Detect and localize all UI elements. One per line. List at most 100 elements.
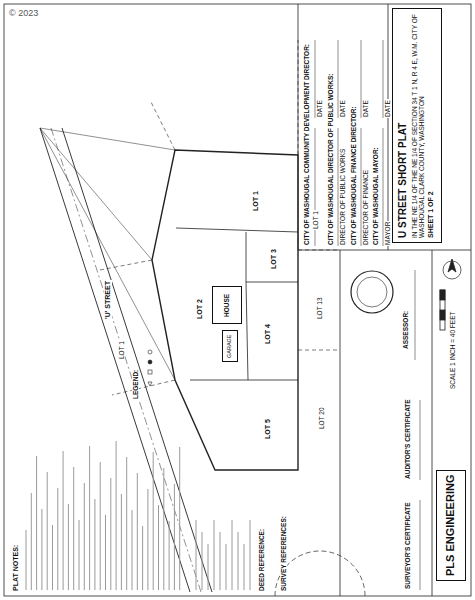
scale-bar [440, 310, 445, 320]
block-divider [340, 250, 341, 596]
adjacent-lot-label: LOT 1 [118, 340, 125, 360]
text-column: PLS ENGINEERING [444, 475, 459, 576]
certificate-heading: CITY OF WASHOUGAL DIRECTOR OF PUBLIC WOR… [327, 72, 334, 246]
adjacent-lot-label: LOT 13 [316, 296, 323, 320]
lot-label: LOT 2 [196, 298, 204, 320]
adjacent-lot-label: LOT 20 [318, 406, 325, 430]
note-text-line [116, 441, 117, 590]
note-text-line [147, 489, 148, 590]
note-text-line [57, 488, 58, 590]
reference-text-line [220, 532, 221, 590]
note-text-line [79, 520, 80, 590]
reference-text-line [214, 520, 215, 590]
note-text-line [63, 451, 64, 590]
block-divider [388, 4, 389, 250]
certificate-heading: CITY OF WASHOUGAL FINANCE DIRECTOR: [350, 105, 357, 246]
lot-label: LOT 5 [264, 418, 272, 440]
surveyor-seal [357, 277, 387, 307]
reference-heading: DEED REFERENCE: [258, 528, 265, 592]
block-divider [298, 250, 471, 251]
note-text-line [41, 509, 42, 590]
house-footprint: HOUSE [212, 286, 242, 324]
note-text-line [163, 468, 164, 590]
note-text-line [105, 515, 106, 590]
legend-symbols [148, 350, 152, 386]
node-heading: U STREET SHORT PLAT [397, 13, 409, 238]
parcel-boundary [152, 150, 298, 470]
text-column: U STREET SHORT PLATIN THE NE 1/4 OF THE … [397, 13, 437, 238]
lot-label: LOT 1 [252, 190, 260, 212]
lot-line [176, 228, 298, 232]
note-text-line [132, 510, 133, 590]
reference-text-line [208, 544, 209, 590]
note-text-line [89, 446, 90, 590]
node-heading: PLS ENGINEERING [444, 475, 457, 576]
adjacent-lot-lines [100, 40, 338, 395]
notes-heading: PLAT NOTES: [12, 544, 20, 592]
note-text-line [73, 467, 74, 590]
certificate-heading: SURVEYOR'S CERTIFICATE [404, 501, 411, 590]
lot-line [246, 232, 298, 282]
adjacent-lot-label: LOT 1 [312, 210, 319, 230]
note-text-line [110, 478, 111, 590]
note-text-line [142, 526, 143, 590]
note-text-line [84, 483, 85, 590]
note-text-line [100, 462, 101, 590]
reference-text-line [244, 544, 245, 590]
note-text-line [179, 447, 180, 590]
note-text-line [52, 525, 53, 590]
lot-label: LOT 3 [270, 248, 278, 270]
note-text-line [26, 530, 27, 590]
node-heading: HOUSE [223, 293, 230, 316]
street-centerline [51, 128, 201, 592]
tie-lines [40, 128, 175, 380]
note-text-lines [26, 441, 250, 590]
signature-caption: DATE [339, 99, 346, 118]
note-text-line [121, 494, 122, 590]
reference-text-line [250, 520, 251, 590]
note-text-line [47, 472, 48, 590]
signature-caption: DATE [362, 99, 369, 118]
scale-bar [440, 290, 445, 300]
scale-bar [440, 290, 445, 330]
reference-text-line [232, 520, 233, 590]
reference-heading: SURVEY REFERENCES: [280, 515, 287, 592]
certificate-heading: AUDITOR'S CERTIFICATE [404, 398, 411, 480]
watermark: © 2023 [8, 8, 39, 18]
note-text-line [169, 521, 170, 590]
lot-line [190, 380, 298, 381]
reference-text-line [226, 544, 227, 590]
certificate-heading: ASSESSOR: [402, 310, 409, 350]
note-text-line [68, 504, 69, 590]
note-text-line [126, 457, 127, 590]
engineering-logo: PLS ENGINEERING [436, 470, 466, 581]
cul-de-sac [275, 551, 365, 596]
lot-line [246, 282, 248, 380]
note-text-line [36, 456, 37, 590]
legend-heading: LEGEND: [132, 369, 139, 400]
node-text: IN THE NE 1/4 OF THE NE 1/4 OF SECTION 3… [411, 13, 426, 238]
signature-caption: DIRECTOR OF PUBLIC WORKS [339, 148, 346, 246]
reference-text-line [196, 520, 197, 590]
signature-caption: MAYOR [384, 221, 391, 246]
signature-caption: DATE [384, 99, 391, 118]
north-arrow [448, 259, 456, 272]
lot-label: LOT 4 [264, 323, 272, 345]
note-text-line [158, 505, 159, 590]
certificate-heading: CITY OF WASHOUGAL MAYOR: [372, 146, 379, 246]
scale-note: SCALE 1 INCH = 40 FEET [449, 311, 456, 391]
signature-caption: DATE [316, 99, 323, 118]
text-column: HOUSE [223, 293, 232, 316]
surveyor-seal [351, 271, 393, 313]
street-name: 'U' STREET [104, 280, 112, 320]
text-column: GARAGE [226, 334, 234, 358]
node-text: SHEET 1 OF 2 [427, 13, 435, 238]
title-block: U STREET SHORT PLATIN THE NE 1/4 OF THE … [392, 8, 442, 243]
note-text-line [153, 452, 154, 590]
certificate-heading: CITY OF WASHOUGAL COMMUNITY DEVELOPMENT … [303, 43, 310, 246]
note-text-line [94, 499, 95, 590]
signature-caption: DIRECTOR OF FINANCE [362, 169, 369, 246]
note-text-line [174, 484, 175, 590]
street-edge [40, 128, 212, 592]
note-text-line [137, 473, 138, 590]
